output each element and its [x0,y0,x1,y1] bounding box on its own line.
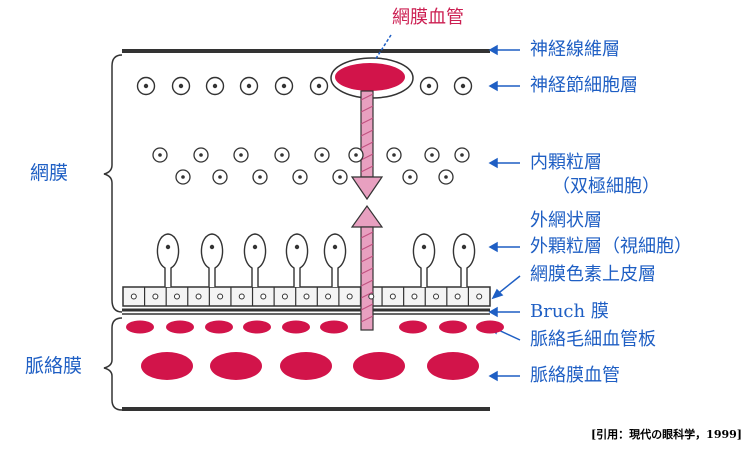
rpe-cell-nucleus [217,293,224,300]
rpe-cell-nucleus [238,293,245,300]
ganglion-nucleus [143,83,149,89]
rpe-cell-nucleus [130,293,137,300]
rpe-cell-nucleus [389,293,396,300]
bipolar-nucleus [430,153,434,157]
ganglion-nucleus [246,83,252,89]
choriocapillary [439,320,467,334]
outer-plexiform-layer-label: 外網状層 [530,210,602,231]
bipolar-nucleus [158,153,162,157]
bipolar-nucleus [444,175,448,179]
inner-nuclear-sub-label: （双極細胞） [552,176,660,197]
rpe-cell-nucleus [346,293,353,300]
photoreceptor-cell [412,233,436,287]
bipolar-nucleus [392,153,396,157]
photoreceptor-nucleus [209,244,215,250]
photoreceptor-nucleus [421,244,427,250]
ganglion-layer-label: 神経節細胞層 [530,75,638,96]
retinal-vessel-title: 網膜血管 [392,7,464,28]
retinal-vessel [335,63,405,91]
ganglion-nucleus [212,83,218,89]
photoreceptor-nucleus [165,244,171,250]
choroidal-vessel [427,352,479,380]
bipolar-nucleus [320,153,324,157]
rpe-cell-nucleus [433,293,440,300]
rpe-cell-nucleus [260,293,267,300]
choroidal-vessel-label: 脈絡膜血管 [530,365,620,386]
outer-nuclear-layer-label: 外顆粒層（視細胞） [530,236,692,257]
choriocapillary [205,320,233,334]
ganglion-nucleus [426,83,432,89]
rpe-cell-nucleus [195,293,202,300]
bipolar-nucleus [354,153,358,157]
bipolar-nucleus [218,175,222,179]
bipolar-nucleus [408,175,412,179]
bipolar-nucleus [239,153,243,157]
photoreceptor-nucleus [252,244,258,250]
photoreceptor-cell [452,233,476,287]
rpe-cell-nucleus [303,293,310,300]
choroidal-vessel [280,352,332,380]
choriocapillary [476,320,504,334]
vessel-leader-line [374,34,392,61]
choriocapillary [243,320,271,334]
retina-side-label: 網膜 [30,162,69,184]
rpe-cell-nucleus [454,293,461,300]
photoreceptor-nucleus [332,244,338,250]
arrow-down-shaft [360,90,374,178]
photoreceptor-nucleus [294,244,300,250]
bipolar-nucleus [338,175,342,179]
ganglion-nucleus [316,83,322,89]
arrow-stripes [360,93,374,323]
choroidal-vessel [141,352,193,380]
photoreceptor-nucleus [461,244,467,250]
photoreceptor-cell [323,233,347,287]
arrow-up-shaft [360,226,374,331]
arrow-up-head [350,204,384,228]
bipolar-nucleus [280,153,284,157]
citation: [引用：現代の眼科学，1999] [590,428,742,441]
arrow-down-head [350,176,384,201]
retina-brace [103,54,123,313]
rpe-cell-nucleus [173,293,180,300]
choroidal-vessel [353,352,405,380]
choriocapillaris-label: 脈絡毛細血管板 [530,329,656,350]
diagram-repeated-cells [126,76,504,380]
choriocapillary [282,320,310,334]
photoreceptor-cell [285,233,309,287]
choroidal-vessel [210,352,262,380]
nerve-fiber-layer-label: 神経線維層 [530,39,620,60]
bipolar-nucleus [258,175,262,179]
rpe-cell-nucleus [368,293,375,300]
label-arrows [488,44,521,382]
photoreceptor-cell [200,233,224,287]
choroid-brace [103,317,123,411]
rpe-cell-nucleus [476,293,483,300]
rpe-cell-nucleus [411,293,418,300]
rpe-cell-nucleus [281,293,288,300]
bipolar-nucleus [460,153,464,157]
bipolar-nucleus [298,175,302,179]
bruch-membrane-label: Bruch 膜 [530,301,609,322]
ganglion-nucleus [178,83,184,89]
choriocapillary [166,320,194,334]
rpe-cell-nucleus [325,293,332,300]
ganglion-nucleus [460,83,466,89]
rpe-cell-nucleus [152,293,159,300]
photoreceptor-cell [156,233,180,287]
ganglion-nucleus [281,83,287,89]
inner-nuclear-layer-label: 内顆粒層 [530,152,602,173]
rpe-layer-label: 網膜色素上皮層 [530,264,656,285]
bipolar-nucleus [181,175,185,179]
choriocapillary [126,320,154,334]
bipolar-nucleus [199,153,203,157]
choriocapillary [399,320,427,334]
choroid-side-label: 脈絡膜 [25,355,83,377]
choriocapillary [320,320,348,334]
photoreceptor-cell [243,233,267,287]
